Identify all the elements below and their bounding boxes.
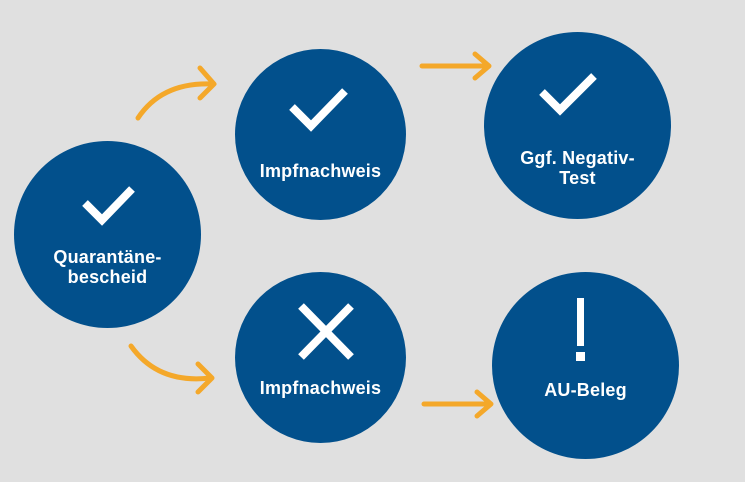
arrow-quarantaene-to-impfnachweis-top	[135, 65, 217, 121]
check-icon	[82, 186, 135, 226]
node-quarantaenebescheid: Quarantäne- bescheid	[14, 141, 201, 328]
arrow-impfnachweis-to-au-beleg	[421, 389, 494, 419]
arrow-impfnachweis-to-negativ-test	[419, 51, 492, 81]
node-negativ-test: Ggf. Negativ- Test	[484, 32, 671, 219]
node-label: Quarantäne- bescheid	[53, 247, 162, 287]
node-label: Impfnachweis	[259, 378, 382, 398]
node-impfnachweis-top: Impfnachweis	[235, 49, 406, 220]
node-au-beleg: AU-Beleg	[492, 272, 679, 459]
node-label: Impfnachweis	[259, 161, 382, 181]
check-icon	[539, 73, 597, 116]
node-impfnachweis-bottom: Impfnachweis	[235, 272, 406, 443]
node-label: AU-Beleg	[544, 380, 627, 400]
exclamation-icon	[576, 298, 585, 361]
cross-icon	[298, 303, 354, 360]
node-label: Ggf. Negativ- Test	[520, 148, 635, 188]
arrow-quarantaene-to-impfnachweis-bottom	[128, 343, 215, 395]
check-icon	[289, 88, 348, 132]
